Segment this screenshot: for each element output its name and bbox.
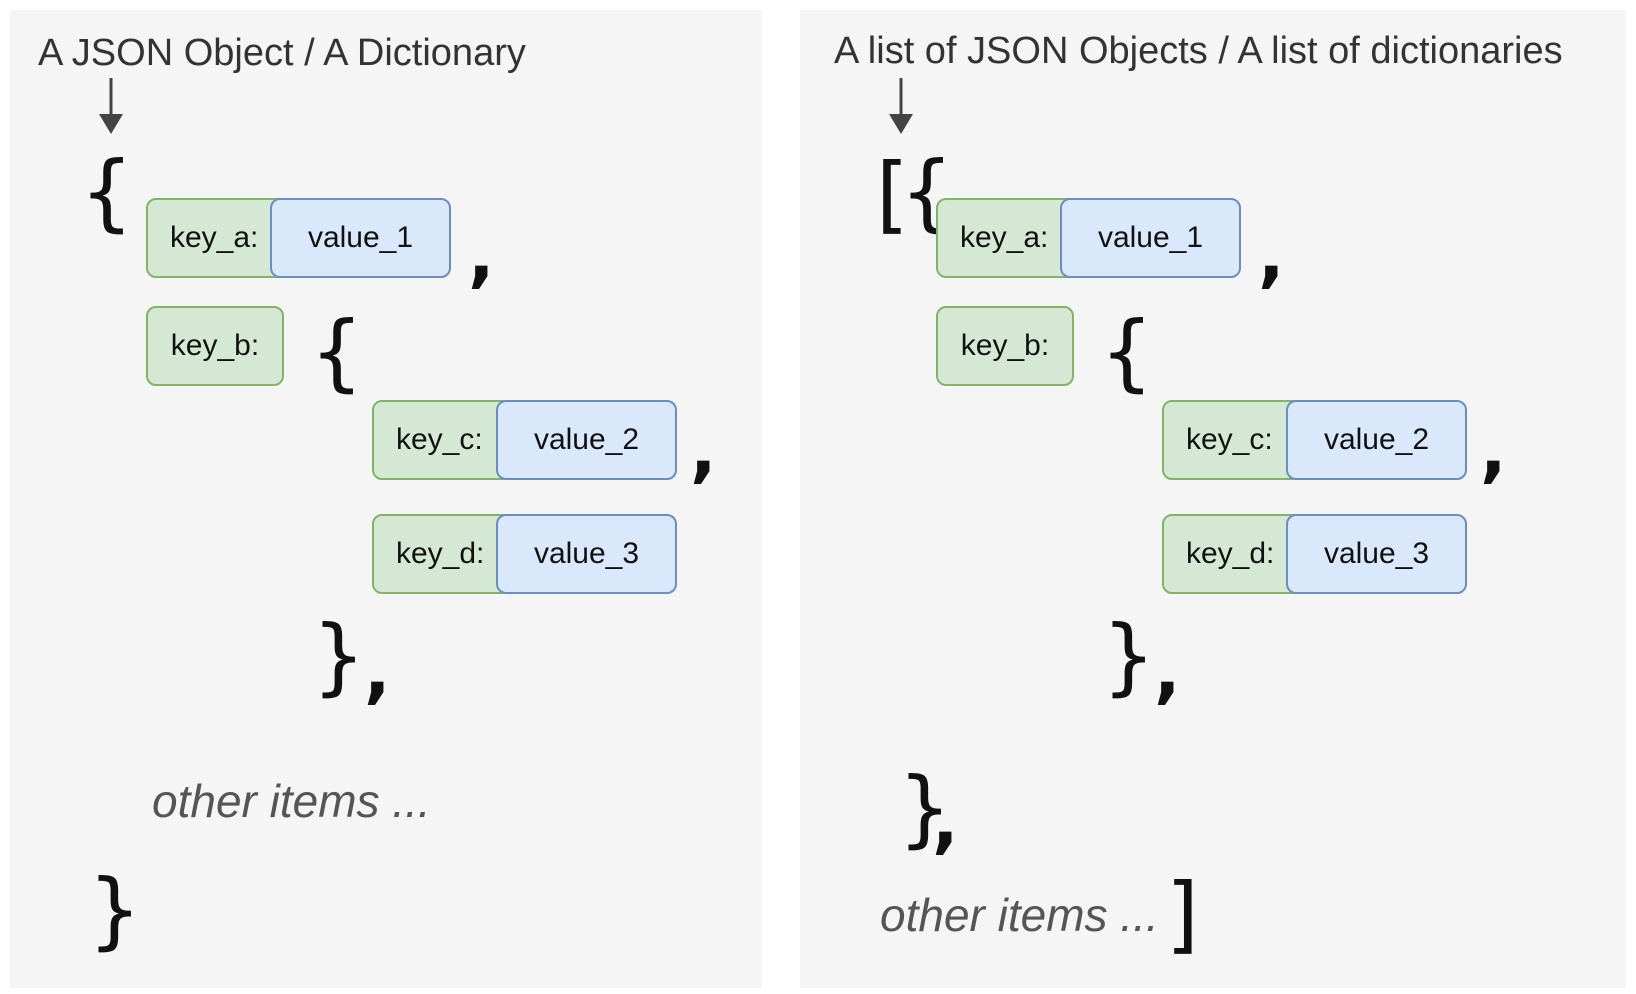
left-other-items: other items ... (152, 775, 431, 827)
left-pair-a: key_a: value_1 (146, 198, 451, 278)
right-pair-b: key_b: (936, 306, 1074, 386)
left-close-brace: } (88, 861, 142, 959)
left-comma-b: , (364, 630, 391, 712)
left-value-2: value_2 (496, 400, 677, 480)
left-panel (10, 10, 762, 988)
left-open-brace-b: { (310, 303, 364, 401)
left-close-brace-b: } (312, 607, 366, 705)
right-close-brace: } (898, 759, 952, 857)
right-open-brace-b: { (1100, 303, 1154, 401)
left-value-1: value_1 (270, 198, 451, 278)
left-key-d: key_d: (372, 514, 512, 594)
right-value-3: value_3 (1286, 514, 1467, 594)
right-key-c: key_c: (1162, 400, 1302, 480)
right-pair-d: key_d: value_3 (1162, 514, 1467, 594)
right-comma-b: , (1154, 630, 1181, 712)
left-pair-d: key_d: value_3 (372, 514, 677, 594)
left-value-3: value_3 (496, 514, 677, 594)
right-comma-a: , (1258, 214, 1285, 296)
right-pair-c: key_c: value_2 (1162, 400, 1467, 480)
right-title: A list of JSON Objects / A list of dicti… (834, 30, 1563, 72)
right-value-1: value_1 (1060, 198, 1241, 278)
right-key-d: key_d: (1162, 514, 1302, 594)
right-panel (800, 10, 1626, 988)
right-key-a: key_a: (936, 198, 1076, 278)
left-key-b: key_b: (146, 306, 284, 386)
left-pair-b: key_b: (146, 306, 284, 386)
right-pair-a: key_a: value_1 (936, 198, 1241, 278)
left-key-c: key_c: (372, 400, 512, 480)
right-key-b: key_b: (936, 306, 1074, 386)
left-comma-c: , (690, 409, 717, 491)
left-title: A JSON Object / A Dictionary (38, 32, 526, 74)
right-comma-obj: , (932, 780, 959, 862)
right-down-arrow-icon (889, 78, 913, 134)
left-pair-c: key_c: value_2 (372, 400, 677, 480)
right-other-items: other items ... (880, 889, 1159, 941)
right-comma-c: , (1480, 409, 1507, 491)
left-comma-a: , (468, 214, 495, 296)
left-down-arrow-icon (99, 78, 123, 134)
right-value-2: value_2 (1286, 400, 1467, 480)
left-key-a: key_a: (146, 198, 286, 278)
right-close-bracket: ] (1166, 865, 1199, 963)
left-open-brace: { (80, 143, 134, 241)
right-close-brace-b: } (1102, 607, 1156, 705)
right-open-bracket: [ (876, 145, 909, 243)
